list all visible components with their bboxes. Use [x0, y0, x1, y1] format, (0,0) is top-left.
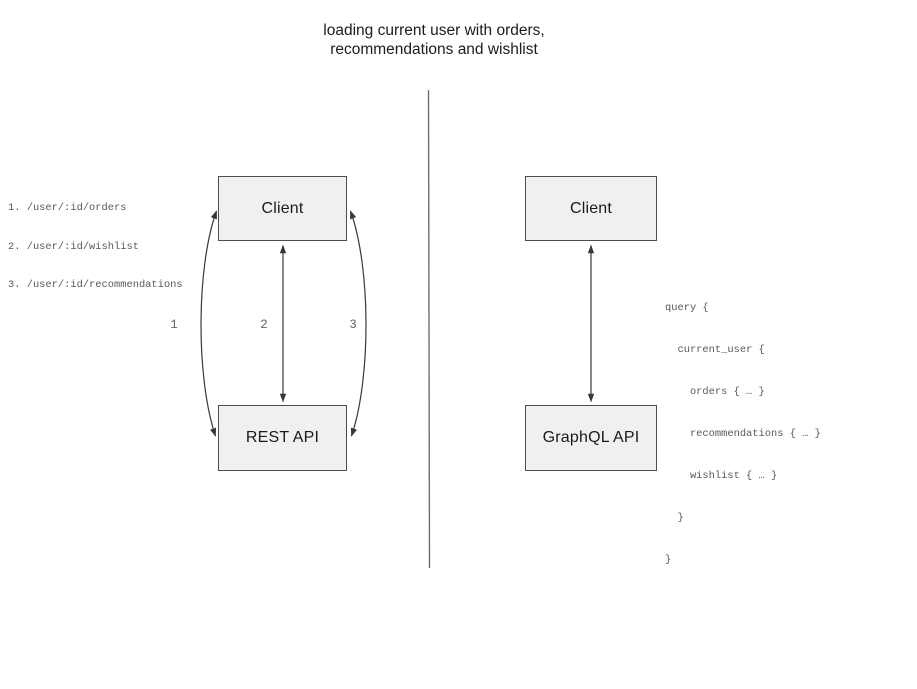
diagram-title: loading current user with orders, recomm…	[204, 21, 664, 59]
arrow-label-3: 3	[349, 318, 357, 332]
divider-line	[427, 89, 431, 569]
arrow-rest-recommendations	[349, 210, 367, 437]
query-line: orders { … }	[665, 386, 765, 398]
arrow-label-2: 2	[260, 318, 268, 332]
endpoint-line: 1. /user/:id/orders	[8, 201, 127, 214]
graphql-api-box-label: GraphQL API	[542, 429, 640, 446]
client-box-left-label: Client	[261, 199, 304, 217]
query-line: wishlist { … }	[665, 470, 778, 482]
endpoint-line: 3. /user/:id/recommendations	[8, 279, 183, 292]
graphql-query: query { current_user { orders { … } reco…	[665, 273, 821, 595]
client-box-right: Client	[525, 176, 657, 241]
client-box-right-label: Client	[569, 199, 613, 217]
endpoint-line: 2. /user/:id/wishlist	[8, 240, 139, 253]
client-box-left: Client	[218, 176, 347, 241]
rest-api-box: REST API	[218, 405, 347, 471]
query-line: }	[665, 512, 684, 524]
graphql-api-box: GraphQL API	[525, 405, 657, 471]
query-line: query {	[665, 302, 709, 314]
arrow-rest-orders	[200, 210, 218, 437]
title-line-1: loading current user with orders,	[323, 22, 545, 39]
query-line: recommendations { … }	[665, 428, 821, 440]
rest-api-box-label: REST API	[245, 429, 320, 446]
query-line: current_user {	[665, 344, 765, 356]
rest-endpoint-list: 1. /user/:id/orders 2. /user/:id/wishlis…	[8, 176, 183, 318]
title-line-2: recommendations and wishlist	[330, 41, 538, 58]
query-line: }	[665, 554, 672, 566]
arrow-label-1: 1	[170, 318, 178, 332]
